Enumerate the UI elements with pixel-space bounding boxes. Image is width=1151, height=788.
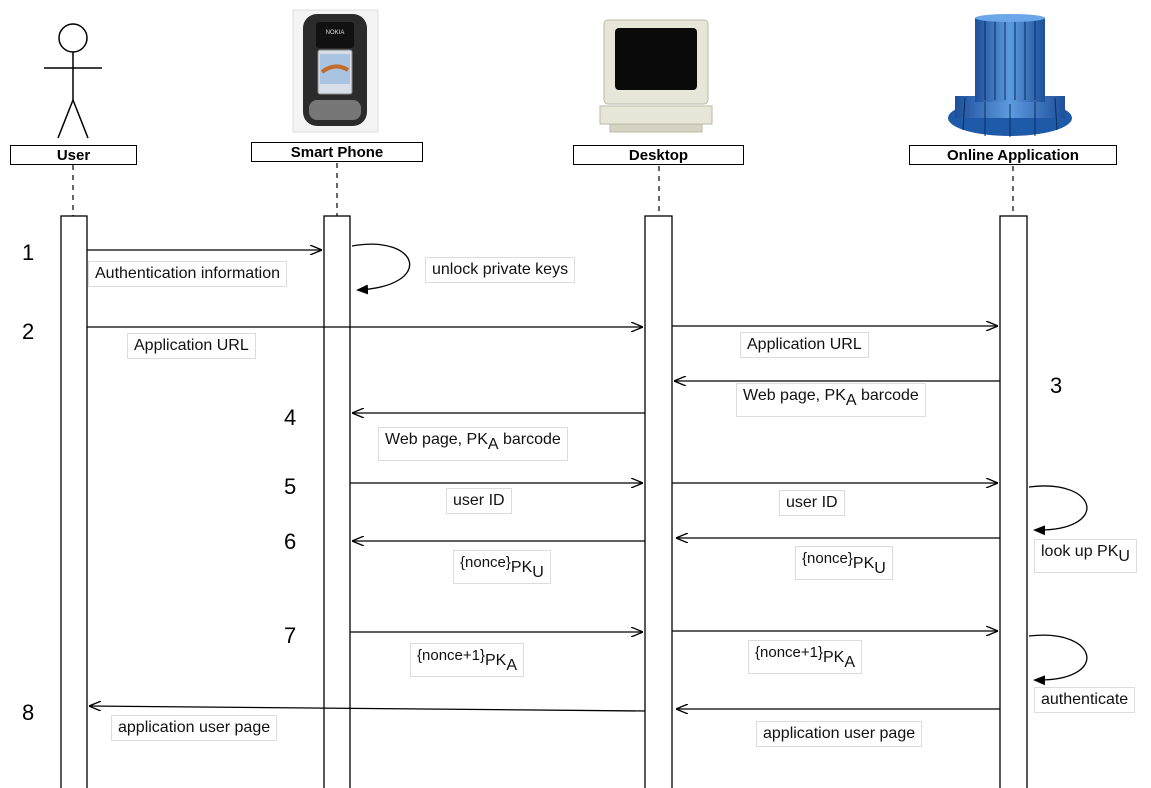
label-text: Web page, PK: [743, 387, 846, 404]
label-text: PK: [485, 652, 507, 669]
label-text: application user page: [763, 725, 916, 742]
label-text: Web page, PK: [385, 431, 488, 448]
label-text: Authentication information: [95, 265, 280, 282]
participant-smart-phone: Smart Phone: [251, 142, 423, 162]
label-app-url-user: Application URL: [127, 333, 256, 359]
label-text: authenticate: [1041, 691, 1129, 708]
user-activation-bar: [60, 215, 88, 788]
arrow-user-page-to-user: [89, 706, 646, 712]
label-subscript: U: [1118, 548, 1130, 565]
label-text: unlock private keys: [432, 261, 569, 278]
label-lookup-pk: look up PKU: [1034, 539, 1137, 573]
arrow-authenticate-self: [1028, 634, 1088, 686]
label-auth-info: Authentication information: [88, 261, 287, 287]
label-subscript: A: [844, 654, 856, 671]
label-webpage-app: Web page, PKA barcode: [736, 383, 926, 417]
label-text: Application URL: [134, 337, 249, 354]
label-user-page-app: application user page: [756, 721, 923, 747]
label-text: {nonce}: [460, 554, 511, 571]
desktop-computer-icon: [599, 19, 713, 133]
label-authenticate: authenticate: [1034, 687, 1136, 713]
label-text: application user page: [118, 719, 271, 736]
participant-user: User: [10, 145, 137, 165]
phone-brand-text: NOKIA: [326, 30, 345, 36]
step-number: 8: [22, 700, 35, 725]
activation-bars: [60, 215, 1028, 788]
phone-activation-bar: [323, 215, 351, 788]
label-userid-desktop: user ID: [779, 490, 845, 516]
step-number: 3: [1050, 373, 1063, 398]
label-text: barcode: [498, 431, 561, 448]
label-text: Application URL: [747, 336, 862, 353]
lifelines: [72, 163, 1014, 216]
participant-online-application: Online Application: [909, 145, 1117, 165]
label-text: {nonce+1}: [755, 644, 823, 661]
label-text: {nonce}: [802, 550, 853, 567]
step-number: 2: [22, 319, 35, 344]
label-nonce-phone: {nonce}PKU: [453, 550, 551, 584]
label-subscript: U: [532, 564, 544, 581]
label-subscript: A: [506, 657, 518, 674]
label-app-url-desktop: Application URL: [740, 332, 869, 358]
app-activation-bar: [999, 215, 1028, 788]
step-number: 4: [284, 405, 297, 430]
server-tower-icon: [948, 14, 1072, 137]
label-text: PK: [852, 555, 875, 572]
desktop-activation-bar: [644, 215, 673, 788]
step-number: 6: [284, 529, 297, 554]
label-nonce-app: {nonce}PKU: [795, 546, 893, 580]
label-nonce1-app: {nonce+1}PKA: [748, 640, 863, 674]
label-nonce1-phone: {nonce+1}PKA: [410, 643, 525, 677]
label-text: barcode: [856, 387, 919, 404]
step-number: 1: [22, 240, 35, 265]
smart-phone-icon: NOKIA: [292, 9, 379, 133]
label-text: look up PK: [1041, 543, 1119, 560]
label-webpage-phone: Web page, PKA barcode: [378, 427, 568, 461]
label-text: {nonce+1}: [417, 647, 485, 664]
label-subscript: A: [487, 436, 499, 453]
label-text: user ID: [453, 492, 505, 509]
step-number: 5: [284, 474, 297, 499]
participant-desktop: Desktop: [573, 145, 744, 165]
label-text: PK: [823, 649, 845, 666]
arrow-lookup-self: [1028, 485, 1088, 536]
user-stick-figure-icon: [44, 23, 102, 139]
label-unlock-keys: unlock private keys: [425, 257, 576, 283]
label-userid-phone: user ID: [446, 488, 512, 514]
label-subscript: U: [874, 560, 886, 577]
step-number: 7: [284, 623, 297, 648]
arrow-unlock-self: [351, 243, 411, 295]
label-subscript: A: [845, 392, 857, 409]
label-user-page-user: application user page: [111, 715, 278, 741]
label-text: PK: [510, 559, 533, 576]
label-text: user ID: [786, 494, 838, 511]
